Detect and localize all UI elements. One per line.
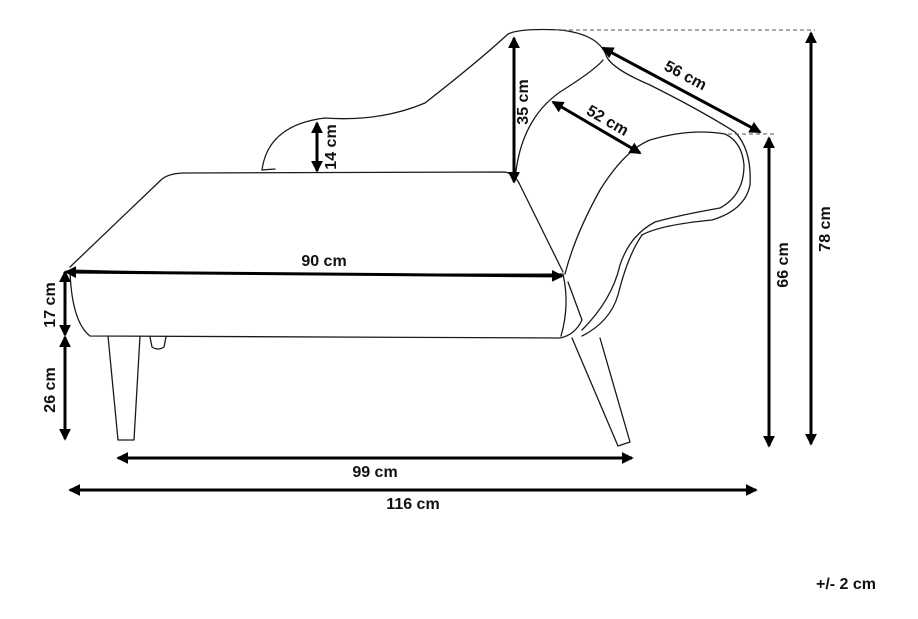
- left-arm-bump: [261, 28, 561, 171]
- label-left-arm-height: 14 cm: [323, 124, 340, 169]
- tolerance-note: +/- 2 cm: [816, 576, 876, 593]
- label-total-height: 78 cm: [817, 206, 834, 251]
- rear-leg: [571, 337, 631, 447]
- dim-arrow-56: [601, 46, 762, 134]
- dim-arrow-90: [64, 266, 564, 282]
- label-leg-height: 26 cm: [42, 367, 59, 412]
- chaise-longue-drawing: [69, 28, 751, 447]
- backrest-inner-front: [564, 131, 745, 331]
- label-armrest-height: 66 cm: [775, 242, 792, 287]
- back-small-leg: [149, 336, 167, 350]
- front-leg: [107, 335, 141, 441]
- label-seat-depth: 90 cm: [301, 253, 346, 270]
- dim-arrow-52: [551, 100, 642, 155]
- seat-side-edge: [560, 273, 567, 337]
- seat-base: [69, 271, 583, 339]
- label-leg-span: 99 cm: [352, 464, 397, 481]
- label-total-length: 116 cm: [386, 496, 439, 513]
- left-arm-inner: [261, 168, 276, 171]
- label-backrest-top-width: 56 cm: [661, 58, 709, 94]
- label-seat-cushion-height: 17 cm: [42, 282, 59, 327]
- label-backrest-height: 35 cm: [515, 79, 532, 124]
